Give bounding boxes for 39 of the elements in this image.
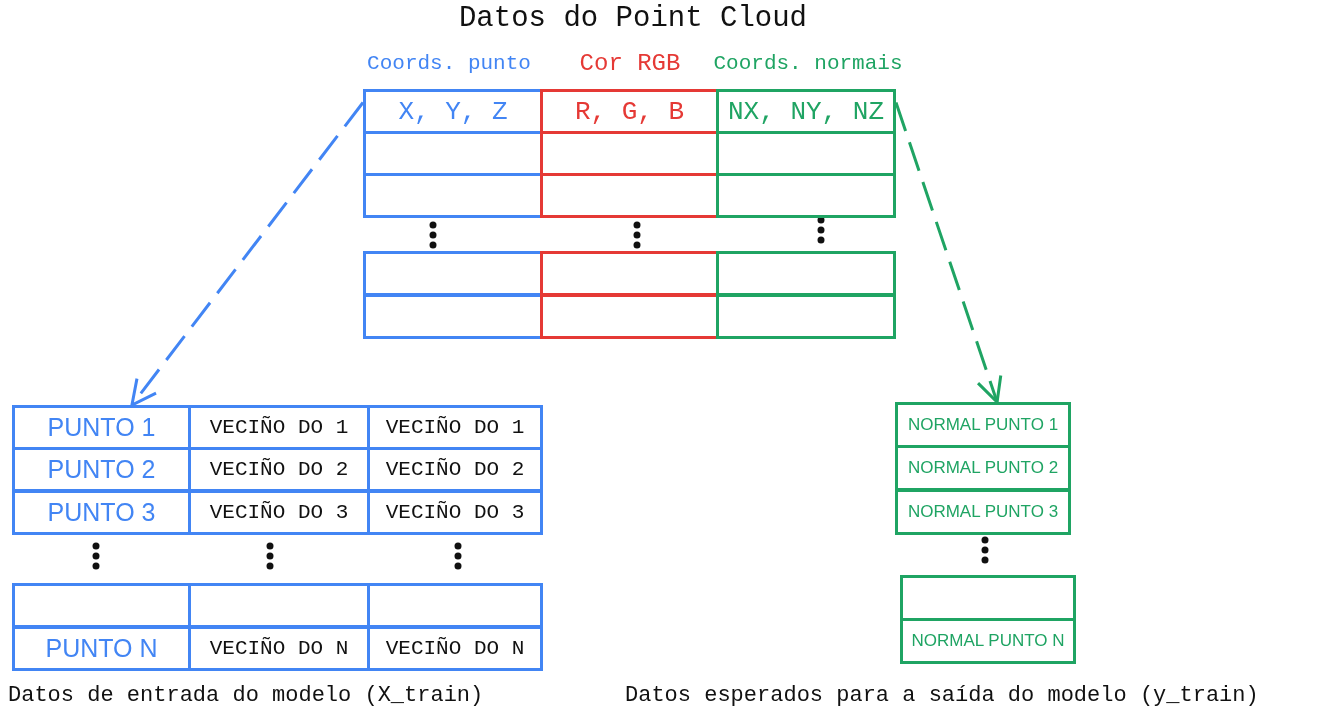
table-cell: PUNTO 1 [12,405,191,450]
table-cell: VECIÑO DO N [188,626,370,671]
table-cell: PUNTO 2 [12,447,191,492]
table-cell [716,251,896,296]
table-cell: NORMAL PUNTO N [900,618,1076,664]
table-cell [367,583,543,628]
table-cell [12,583,191,628]
table-cell: VECIÑO DO 3 [188,490,370,535]
table-cell: PUNTO N [12,626,191,671]
table-cell [363,173,543,218]
table-cell [900,575,1076,621]
table-cell: X, Y, Z [363,89,543,134]
table-cell [363,251,543,296]
column-header: Cor RGB [579,50,681,77]
table-cell [540,173,719,218]
diagram-title: Datos do Point Cloud [458,2,808,35]
table-cell: NORMAL PUNTO 3 [895,489,1071,535]
column-header: Coords. punto [367,52,531,75]
table-cell: NORMAL PUNTO 1 [895,402,1071,448]
dashed-arrow [130,101,365,407]
table-cell [716,294,896,339]
table-cell: NX, NY, NZ [716,89,896,134]
table-cell: R, G, B [540,89,719,134]
table-caption: Datos de entrada do modelo (X_train) [8,683,484,708]
dashed-arrow [894,102,1003,404]
table-caption: Datos esperados para a saída do modelo (y_train) [625,683,1259,708]
table-cell [188,583,370,628]
table-cell: VECIÑO DO 1 [367,405,543,450]
column-header: Coords. normais [713,52,903,75]
table-cell [540,251,719,296]
table-cell: VECIÑO DO 3 [367,490,543,535]
table-cell: NORMAL PUNTO 2 [895,445,1071,491]
table-cell [363,294,543,339]
table-cell [716,173,896,218]
table-cell: VECIÑO DO 2 [367,447,543,492]
table-cell: VECIÑO DO N [367,626,543,671]
table-cell: PUNTO 3 [12,490,191,535]
table-cell [540,294,719,339]
table-cell [716,131,896,176]
